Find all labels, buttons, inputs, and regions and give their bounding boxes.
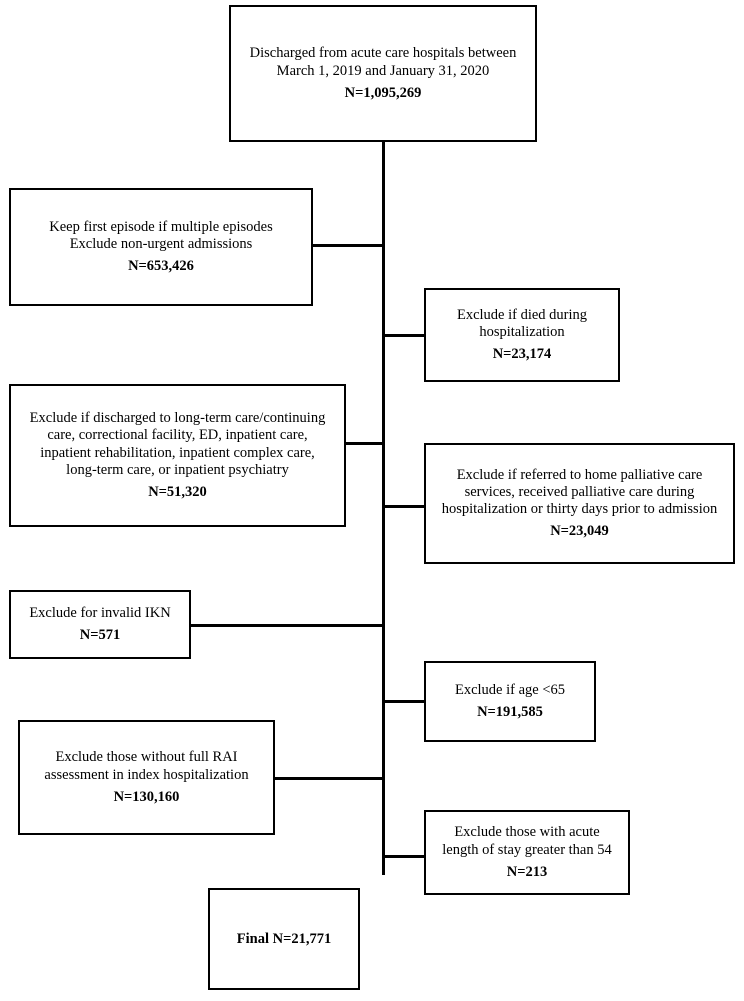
connector-spine-main: [382, 142, 385, 875]
node-long-length-of-stay: Exclude those with acute length of stay …: [424, 810, 630, 895]
node-first-episode-count: N=653,426: [128, 258, 194, 275]
node-long-stay-count: N=213: [506, 863, 548, 880]
node-first-episode-label: Keep first episode if multiple episodes …: [49, 218, 273, 252]
node-palliative-count: N=23,049: [550, 523, 609, 540]
connector-to-no-rai: [275, 777, 385, 780]
node-source-cohort: Discharged from acute care hospitals bet…: [229, 5, 537, 142]
node-long-stay-label: Exclude those with acute length of stay …: [442, 824, 612, 858]
connector-to-invalid-ikn: [190, 624, 385, 627]
connector-to-first-episode: [311, 244, 385, 247]
node-no-rai-assessment: Exclude those without full RAI assessmen…: [18, 720, 275, 835]
connector-to-discharge-destination: [344, 442, 385, 445]
node-source-count: N=1,095,269: [344, 84, 422, 101]
node-invalid-ikn-count: N=571: [79, 627, 121, 644]
node-palliative-care: Exclude if referred to home palliative c…: [424, 443, 735, 564]
node-invalid-ikn-label: Exclude for invalid IKN: [29, 604, 171, 621]
connector-to-age: [382, 700, 425, 703]
node-discharge-destination-label: Exclude if discharged to long-term care/…: [29, 410, 326, 478]
node-age-label: Exclude if age <65: [454, 681, 566, 698]
connector-to-long-stay: [382, 855, 425, 858]
node-final-cohort: Final N=21,771: [208, 888, 360, 990]
node-died-label: Exclude if died during hospitalization: [456, 306, 588, 340]
node-no-rai-label: Exclude those without full RAI assessmen…: [44, 749, 249, 783]
node-no-rai-count: N=130,160: [113, 788, 180, 805]
connector-to-palliative: [382, 505, 425, 508]
node-died-count: N=23,174: [492, 346, 552, 363]
node-first-episode: Keep first episode if multiple episodes …: [9, 188, 313, 306]
node-invalid-ikn: Exclude for invalid IKN N=571: [9, 590, 191, 659]
connector-to-died: [382, 334, 425, 337]
node-discharge-destination: Exclude if discharged to long-term care/…: [9, 384, 346, 527]
node-died-during-hospitalization: Exclude if died during hospitalization N…: [424, 288, 620, 382]
node-discharge-destination-count: N=51,320: [148, 483, 207, 500]
node-age-under-65: Exclude if age <65 N=191,585: [424, 661, 596, 742]
node-age-count: N=191,585: [477, 704, 543, 721]
node-final-count: Final N=21,771: [236, 930, 332, 947]
node-source-label: Discharged from acute care hospitals bet…: [249, 45, 517, 79]
node-palliative-label: Exclude if referred to home palliative c…: [441, 466, 718, 518]
